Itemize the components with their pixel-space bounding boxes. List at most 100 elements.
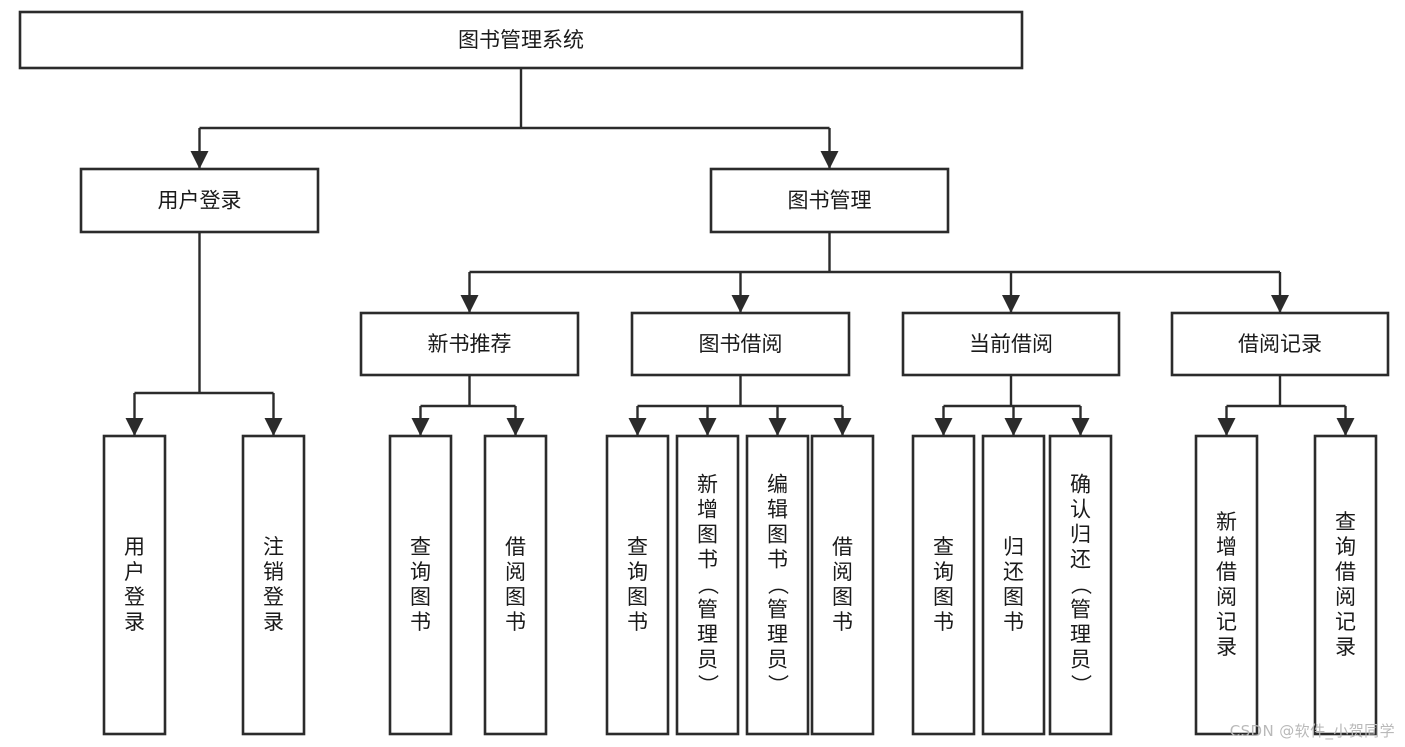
node-box-book-borrow: [630, 311, 851, 377]
node-box-current-borrow: [901, 311, 1121, 377]
node-label-leaf-borrow-book-2-char-1: 阅: [832, 560, 853, 584]
node-label-leaf-edit-book-char-2: 图: [767, 523, 788, 547]
node-label-root-book-management-system: 图书管理系统: [458, 28, 584, 52]
node-label-leaf-confirm-return-char-2: 归: [1070, 523, 1091, 547]
node-book-manage[interactable]: 图书管理: [709, 167, 950, 234]
node-box-leaf-query-book-3: [911, 434, 976, 736]
node-label-leaf-query-book-2-char-1: 询: [627, 560, 648, 584]
node-label-leaf-user-logout-char-0: 注: [263, 535, 284, 559]
node-label-leaf-edit-book-char-0: 编: [767, 473, 788, 497]
node-box-leaf-add-record: [1194, 434, 1259, 736]
node-label-leaf-query-book-2-char-0: 查: [627, 535, 648, 559]
arrow-head-icon: [820, 151, 839, 169]
node-box-leaf-borrow-book-2: [810, 434, 875, 736]
node-leaf-user-login[interactable]: 用户登录: [102, 434, 167, 736]
node-box-user-login: [79, 167, 320, 234]
node-label-leaf-query-book-1-char-3: 书: [410, 610, 431, 634]
node-label-leaf-return-book-char-0: 归: [1003, 535, 1024, 559]
node-box-leaf-return-book: [981, 434, 1046, 736]
node-label-leaf-query-record-char-0: 查: [1335, 510, 1356, 534]
node-borrow-record[interactable]: 借阅记录: [1170, 311, 1390, 377]
node-layer: 图书管理系统用户登录图书管理新书推荐图书借阅当前借阅借阅记录用户登录注销登录查询…: [18, 10, 1390, 736]
node-label-leaf-query-record-char-4: 记: [1335, 610, 1356, 634]
node-label-leaf-add-book-char-6: 理: [697, 623, 718, 647]
node-box-leaf-query-book-2: [605, 434, 670, 736]
node-label-leaf-query-book-1-char-0: 查: [410, 535, 431, 559]
node-label-leaf-query-record-char-5: 录: [1335, 635, 1356, 659]
arrow-head-icon: [264, 418, 283, 436]
node-root-book-management-system[interactable]: 图书管理系统: [18, 10, 1024, 70]
node-label-leaf-edit-book-char-5: 管: [767, 598, 788, 622]
node-label-leaf-borrow-book-1-char-0: 借: [505, 535, 526, 559]
node-label-leaf-edit-book-char-3: 书: [767, 548, 788, 572]
arrow-head-icon: [506, 418, 525, 436]
node-box-leaf-user-login: [102, 434, 167, 736]
node-label-leaf-add-record-char-3: 阅: [1216, 585, 1237, 609]
arrow-head-icon: [768, 418, 787, 436]
node-label-leaf-edit-book-char-4: （: [766, 574, 790, 595]
node-label-user-login: 用户登录: [158, 189, 242, 213]
node-label-book-manage: 图书管理: [788, 189, 872, 213]
arrow-head-icon: [125, 418, 144, 436]
node-book-borrow[interactable]: 图书借阅: [630, 311, 851, 377]
node-label-leaf-query-record-char-3: 阅: [1335, 585, 1356, 609]
node-label-leaf-query-record-char-1: 询: [1335, 535, 1356, 559]
node-box-leaf-add-book: [675, 434, 740, 736]
node-label-leaf-user-login-char-3: 录: [124, 610, 145, 634]
node-label-leaf-user-login-char-1: 户: [124, 560, 145, 584]
node-label-leaf-add-book-char-8: ）: [696, 674, 720, 695]
node-label-leaf-query-record-char-2: 借: [1335, 560, 1356, 584]
node-label-leaf-edit-book-char-8: ）: [766, 674, 790, 695]
arrow-head-icon: [190, 151, 209, 169]
arrow-head-icon: [1071, 418, 1090, 436]
node-label-leaf-query-book-3-char-2: 图: [933, 585, 954, 609]
node-box-leaf-edit-book: [745, 434, 810, 736]
node-label-leaf-borrow-book-2-char-3: 书: [832, 610, 853, 634]
node-label-leaf-confirm-return-char-4: （: [1069, 574, 1093, 595]
node-box-leaf-query-book-1: [388, 434, 453, 736]
node-label-leaf-user-logout-char-2: 登: [263, 585, 284, 609]
node-new-book-rec[interactable]: 新书推荐: [359, 311, 580, 377]
node-label-leaf-borrow-book-2-char-0: 借: [832, 535, 853, 559]
node-user-login[interactable]: 用户登录: [79, 167, 320, 234]
node-label-leaf-edit-book-char-1: 辑: [767, 498, 788, 522]
node-label-leaf-borrow-book-1-char-1: 阅: [505, 560, 526, 584]
node-label-leaf-query-book-1-char-1: 询: [410, 560, 431, 584]
node-label-leaf-confirm-return-char-5: 管: [1070, 598, 1091, 622]
node-label-leaf-query-book-3-char-3: 书: [933, 610, 954, 634]
node-label-leaf-add-book-char-7: 员: [697, 648, 718, 672]
node-label-leaf-add-book-char-4: （: [696, 574, 720, 595]
node-current-borrow[interactable]: 当前借阅: [901, 311, 1121, 377]
node-box-leaf-borrow-book-1: [483, 434, 548, 736]
node-label-leaf-user-login-char-0: 用: [124, 535, 145, 559]
node-label-new-book-rec: 新书推荐: [428, 332, 512, 356]
node-label-leaf-return-book-char-2: 图: [1003, 585, 1024, 609]
node-label-leaf-add-record-char-1: 增: [1216, 535, 1237, 559]
node-box-root-book-management-system: [18, 10, 1024, 70]
node-label-leaf-add-book-char-0: 新: [697, 473, 718, 497]
arrow-head-icon: [1002, 295, 1020, 313]
arrow-head-icon: [628, 418, 647, 436]
node-label-leaf-query-book-3-char-0: 查: [933, 535, 954, 559]
node-box-leaf-confirm-return: [1048, 434, 1113, 736]
node-label-leaf-user-login-char-2: 登: [124, 585, 145, 609]
node-label-borrow-record: 借阅记录: [1238, 332, 1322, 356]
node-label-leaf-edit-book-char-6: 理: [767, 623, 788, 647]
node-label-leaf-add-book-char-1: 增: [697, 498, 718, 522]
arrow-head-icon: [411, 418, 430, 436]
node-label-book-borrow: 图书借阅: [699, 332, 783, 356]
